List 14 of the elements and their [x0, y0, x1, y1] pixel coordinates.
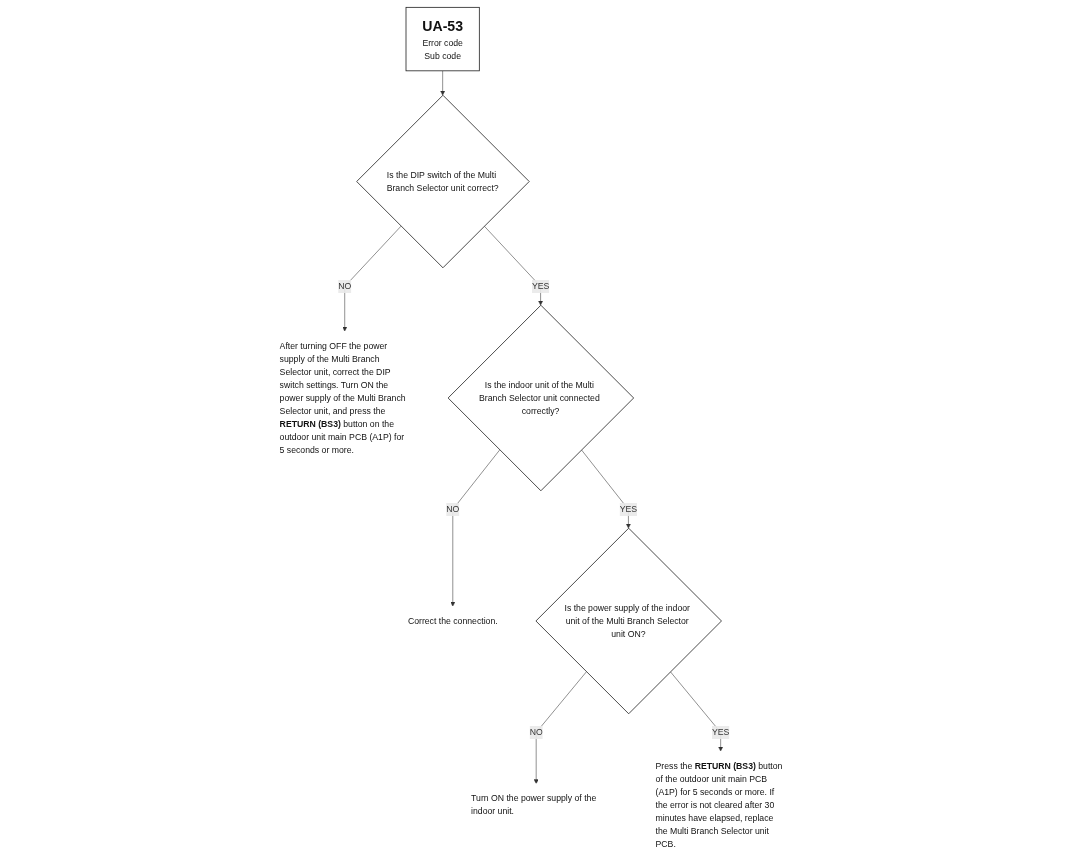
node-text: Press the RETURN (BS3) button of the outdoor unit main PCB (A1P) for 5 seconds or more. If the error is not cleared after 30 minutes have elapsed, replace the Multi Branch Selector unit PCB.	[655, 760, 783, 848]
edge-label: YES	[712, 727, 730, 737]
node-text: Correct the connection.	[408, 615, 498, 625]
node-diamond: Is the power supply of the indoor unit of the Multi Branch Selector unit ON?	[535, 527, 723, 714]
node-diamond: Is the indoor unit of the Multi Branch Selector unit connected correctly?	[448, 304, 635, 491]
edge-label: NO	[338, 281, 352, 291]
edge-label: YES	[620, 504, 638, 514]
node-diamond: Is the DIP switch of the Multi Branch Selector unit correct?	[356, 94, 530, 268]
edge-label: NO	[446, 504, 460, 514]
node-text: Turn ON the power supply of the indoor unit.	[471, 793, 597, 816]
node-box: UA-53 Error code Sub code	[405, 6, 481, 71]
edge-label: NO	[529, 727, 543, 737]
edge-label: YES	[532, 281, 550, 291]
node-text: After turning OFF the power supply of the Multi Branch Selector unit, correct the DIP switch settings. Turn ON the power supply of the Multi Branch Selector unit, and press the RETURN (BS3) button on the outdoor unit main PCB (A1P) for 5 seconds or more.	[279, 340, 406, 454]
